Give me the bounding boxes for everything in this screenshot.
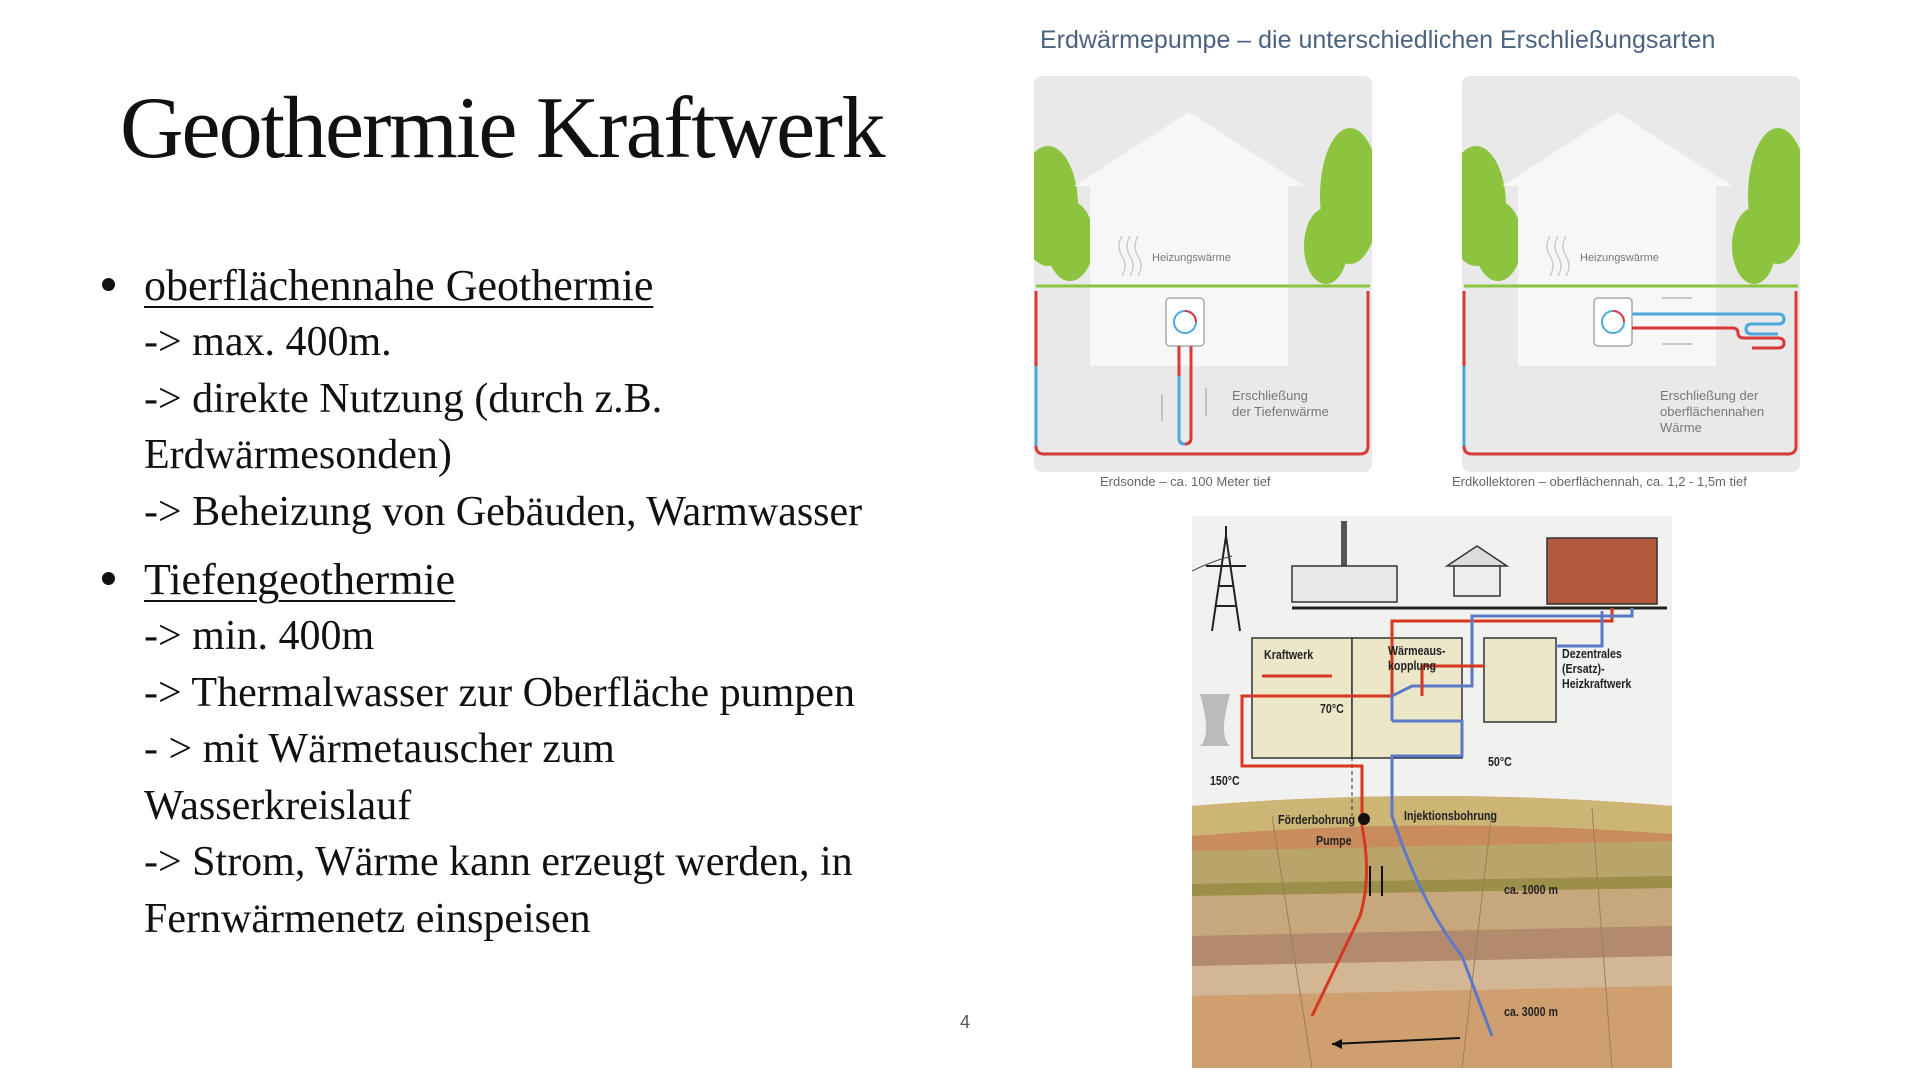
geothermal-plant-figure: Kraftwerk Wärmeaus- kopplung Dezentrales… — [1192, 516, 1672, 1068]
erdsonde-illustration — [1034, 76, 1372, 472]
waermeauskopplung-line: Wärmeaus- — [1388, 643, 1446, 658]
ersch-line: oberflächennahen — [1660, 404, 1765, 419]
bullet-item-shallow: oberflächennahe Geothermie -> max. 400m.… — [100, 258, 960, 540]
heat-pump-figure: Erdwärmepumpe – die unterschiedlichen Er… — [1030, 20, 1900, 510]
temp-150-label: 150°C — [1210, 773, 1240, 788]
page-title: Geothermie Kraftwerk — [120, 78, 886, 179]
dezentrales-line: Dezentrales — [1562, 646, 1622, 661]
bullet-heading: oberflächennahe Geothermie — [144, 261, 654, 310]
panel-erdsonde: Heizungswärme Erschließung der Tiefenwär… — [1034, 76, 1372, 489]
panel-caption: Erdkollektoren – oberflächennah, ca. 1,2… — [1452, 474, 1747, 489]
kraftwerk-label: Kraftwerk — [1264, 647, 1314, 662]
geothermal-plant-illustration — [1192, 516, 1672, 1068]
injektionsbohrung-label: Injektionsbohrung — [1404, 808, 1497, 823]
title-part-2: Kraftwerk — [535, 80, 886, 177]
heat-label: Heizungswärme — [1152, 252, 1231, 264]
bullet-line: Erdwärmesonden) — [144, 432, 452, 478]
panel-caption: Erdsonde – ca. 100 Meter tief — [1100, 474, 1271, 489]
panel-erdkollektoren: Heizungswärme Erschließung der oberfläch… — [1452, 76, 1800, 489]
bullet-line: -> Thermalwasser zur Oberfläche pumpen — [144, 669, 855, 716]
waermeauskopplung-label: Wärmeaus- kopplung — [1388, 643, 1445, 673]
ersch-line: Wärme — [1660, 420, 1702, 435]
waermeauskopplung-line: kopplung — [1388, 658, 1436, 673]
bullet-line: Fernwärmenetz einspeisen — [144, 895, 591, 942]
temp-70-label: 70°C — [1320, 701, 1344, 716]
depth-3000-label: ca. 3000 m — [1504, 1004, 1558, 1019]
bullet-line: - > mit Wärmetauscher zum — [144, 726, 615, 772]
bullet-list: oberflächennahe Geothermie -> max. 400m.… — [100, 258, 960, 959]
temp-50-label: 50°C — [1488, 754, 1512, 769]
depth-1000-label: ca. 1000 m — [1504, 882, 1558, 897]
dezentrales-label: Dezentrales (Ersatz)- Heizkraftwerk — [1562, 646, 1631, 691]
bullet-line: -> max. 400m. — [144, 319, 392, 365]
bullet-line: -> direkte Nutzung (durch z.B. — [144, 375, 663, 422]
bullet-line: -> Beheizung von Gebäuden, Warmwasser — [144, 488, 863, 535]
ersch-label: Erschließung der oberflächennahen Wärme — [1660, 388, 1790, 436]
bullet-item-deep: Tiefengeothermie -> min. 400m -> Thermal… — [100, 552, 960, 947]
foerderbohrung-label: Förderbohrung — [1278, 812, 1355, 827]
ersch-line: Erschließung — [1232, 388, 1308, 403]
ersch-line: Erschließung der — [1660, 388, 1759, 403]
bullet-dot — [102, 572, 115, 585]
title-part-1: Geothermie — [120, 80, 517, 177]
figure-caption: Erdwärmepumpe – die unterschiedlichen Er… — [1040, 26, 1716, 54]
ersch-label: Erschließung der Tiefenwärme — [1232, 388, 1362, 420]
bullet-line: -> min. 400m — [144, 613, 375, 659]
pumpe-label: Pumpe — [1316, 833, 1352, 848]
dezentrales-line: Heizkraftwerk — [1562, 676, 1632, 691]
heat-label: Heizungswärme — [1580, 252, 1659, 264]
ersch-line: der Tiefenwärme — [1232, 404, 1329, 419]
page-number: 4 — [960, 1012, 971, 1032]
dezentrales-line: (Ersatz)- — [1562, 661, 1605, 676]
erdkollektoren-illustration — [1462, 76, 1800, 472]
bullet-heading: Tiefengeothermie — [144, 555, 456, 604]
bullet-line: Wasserkreislauf — [144, 782, 412, 829]
bullet-line: -> Strom, Wärme kann erzeugt werden, in — [144, 839, 853, 885]
bullet-dot — [102, 278, 115, 291]
